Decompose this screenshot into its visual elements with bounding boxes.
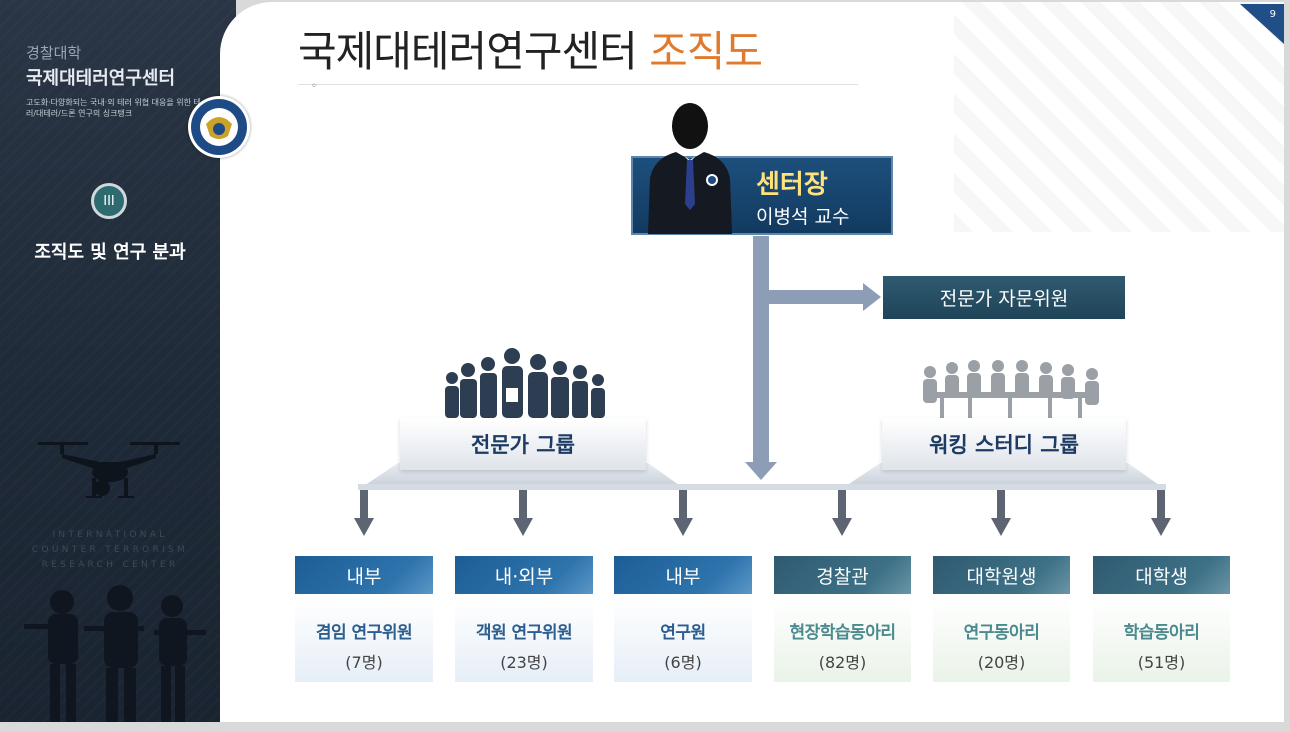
column-head-2: 내·외부: [455, 556, 593, 594]
column-role-6: 학습동아리: [1123, 623, 1200, 643]
intl-line-1: INTERNATIONAL: [52, 530, 168, 540]
director-silhouette-icon: [648, 103, 732, 234]
column-role-2: 객원 연구위원: [475, 623, 573, 643]
seal-emblem-icon: [191, 99, 247, 155]
column-count-1: (7명): [345, 653, 383, 672]
director-name: 이병석 교수: [756, 206, 850, 228]
expert-group-people-icon: [445, 348, 605, 418]
column-count-3: (6명): [664, 653, 702, 672]
expert-group-label: 전문가 그룹: [400, 418, 646, 470]
group-joint-bar: [358, 484, 1166, 490]
org-small-label: 경찰대학: [26, 44, 82, 62]
column-body-6: 학습동아리 (51명): [1093, 598, 1230, 682]
column-body-4: 현장학습동아리 (82명): [774, 598, 911, 682]
section-title: 조직도 및 연구 분과: [34, 242, 186, 263]
advisory-box: 전문가 자문위원: [883, 276, 1125, 319]
column-role-1: 겸임 연구위원: [315, 623, 413, 643]
column-head-4: 경찰관: [774, 556, 911, 594]
title-main: 국제대테러연구센터: [298, 27, 638, 76]
page-corner-marker: [1240, 4, 1284, 44]
director-title: 센터장: [756, 170, 828, 200]
org-description: 고도화·다양화되는 국내·외 테러 위협 대응을 위한 테러/대테러/드론 연구…: [26, 98, 201, 118]
center-seal-logo: [188, 96, 250, 158]
column-head-3: 내부: [614, 556, 752, 594]
column-body-5: 연구동아리 (20명): [933, 598, 1070, 682]
main-arrow-head: [745, 462, 777, 480]
intl-label: INTERNATIONAL COUNTER TERRORISM RESEARCH…: [0, 528, 220, 573]
section-number-badge: III: [91, 183, 127, 219]
column-role-5: 연구동아리: [963, 623, 1040, 643]
page-number: 9: [1269, 9, 1276, 20]
column-head-6: 대학생: [1093, 556, 1230, 594]
title-underline: [298, 84, 858, 85]
column-body-2: 객원 연구위원 (23명): [455, 598, 593, 682]
working-group-people-icon: [923, 360, 1099, 418]
column-head-5: 대학원생: [933, 556, 1070, 594]
background-pattern: [954, 2, 1284, 232]
column-body-1: 겸임 연구위원 (7명): [295, 598, 433, 682]
advisory-branch-line: [769, 290, 863, 304]
main-vertical-line: [753, 236, 769, 466]
org-title: 국제대테러연구센터: [26, 68, 176, 89]
drone-icon: [38, 442, 180, 498]
column-arrows: [354, 490, 1171, 536]
column-role-3: 연구원: [660, 623, 706, 643]
soldiers-silhouette: [24, 585, 206, 722]
column-count-6: (51명): [1137, 653, 1186, 672]
intl-line-2: COUNTER TERRORISM: [31, 545, 189, 555]
column-body-3: 연구원 (6명): [614, 598, 752, 682]
column-head-1: 내부: [295, 556, 433, 594]
bullet-mark: ◦: [311, 81, 317, 92]
working-group-label: 워킹 스터디 그룹: [882, 418, 1126, 470]
title-accent: 조직도: [649, 27, 763, 76]
column-count-5: (20명): [977, 653, 1026, 672]
column-count-2: (23명): [500, 653, 548, 672]
column-count-4: (82명): [818, 653, 867, 672]
advisory-arrow-head: [863, 283, 881, 311]
column-role-4: 현장학습동아리: [789, 623, 896, 643]
page-title: 국제대테러연구센터 조직도: [298, 18, 763, 79]
intl-line-3: RESEARCH CENTER: [41, 560, 179, 570]
